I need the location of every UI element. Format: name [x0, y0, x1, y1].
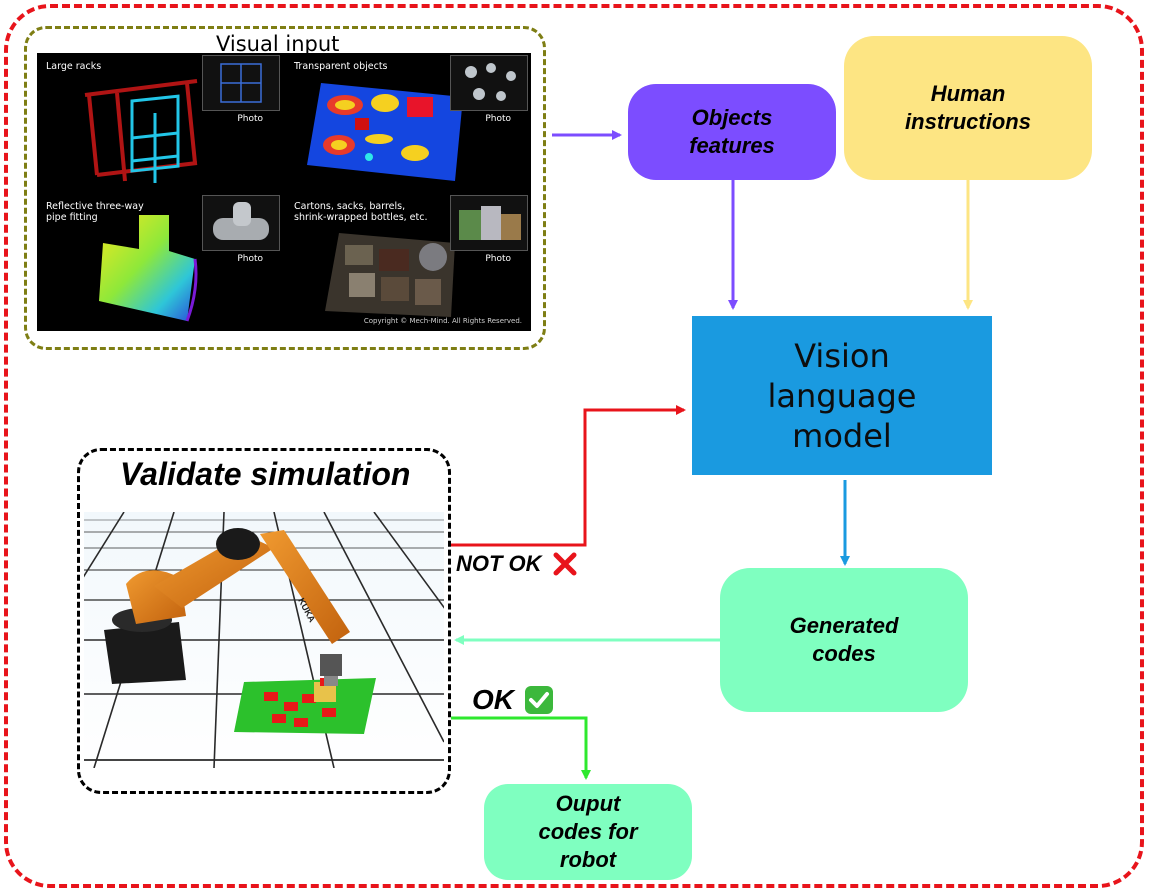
photo-label: Photo — [485, 114, 511, 124]
photo-label: Photo — [237, 254, 263, 264]
not-ok-label: NOT OK — [456, 551, 542, 576]
outer-frame — [4, 4, 1144, 888]
panel-label: Transparent objects — [294, 61, 388, 72]
transparent-depth-image — [307, 83, 463, 181]
objects-features-label: Objects features — [689, 105, 775, 158]
panel-label: Cartons, sacks, barrels, shrink-wrapped … — [294, 201, 428, 223]
pipe-depth-image — [99, 215, 198, 322]
node-generated-codes: Generated codes — [720, 568, 968, 712]
rack-photo — [202, 55, 280, 111]
panel-transparent-objects: Transparent objects Photo — [285, 53, 531, 191]
visual-input-title: Visual input — [216, 32, 340, 56]
photo-label: Photo — [485, 254, 511, 264]
cartons-photo — [450, 195, 528, 251]
node-vision-language-model: Vision language model — [692, 316, 992, 475]
simulation-title: Validate simulation — [120, 456, 411, 492]
cartons-depth-image — [325, 233, 455, 317]
panel-cartons: Cartons, sacks, barrels, shrink-wrapped … — [285, 193, 531, 331]
transparent-photo — [450, 55, 528, 111]
photo-label: Photo — [237, 114, 263, 124]
arrow-ok-to-output — [444, 716, 591, 780]
human-instructions-label: Human instructions — [905, 81, 1031, 134]
visual-input-grid: Large racks Photo Transparent objects Ph… — [37, 53, 531, 331]
check-mark-button-icon — [525, 686, 553, 714]
arrow-notok-to-vlm — [444, 405, 686, 547]
generated-codes-label: Generated codes — [789, 613, 899, 666]
node-output-codes: Ouput codes for robot — [484, 784, 692, 880]
robot-arm: KUKA — [104, 528, 350, 686]
node-human-instructions: Human instructions — [844, 36, 1092, 180]
visual-input-frame — [24, 26, 546, 350]
rack-depth-image — [84, 79, 198, 183]
panel-label: Large racks — [46, 61, 102, 72]
panel-label: Reflective three-way pipe fitting — [46, 201, 144, 223]
node-objects-features: Objects features — [628, 84, 836, 180]
output-codes-label: Ouput codes for robot — [538, 791, 638, 872]
vision-language-model-label: Vision language model — [767, 336, 917, 455]
lego-baseplate — [234, 678, 376, 734]
panel-large-racks: Large racks Photo — [37, 53, 283, 191]
ok-label: OK — [472, 684, 514, 715]
pipe-photo — [202, 195, 280, 251]
cross-mark-icon — [553, 552, 577, 576]
robot-simulation-scene: KUKA — [84, 512, 444, 768]
panel-pipe-fitting: Reflective three-way pipe fitting Photo — [37, 193, 283, 331]
copyright-text: Copyright © Mech-Mind. All Rights Reserv… — [363, 317, 522, 325]
